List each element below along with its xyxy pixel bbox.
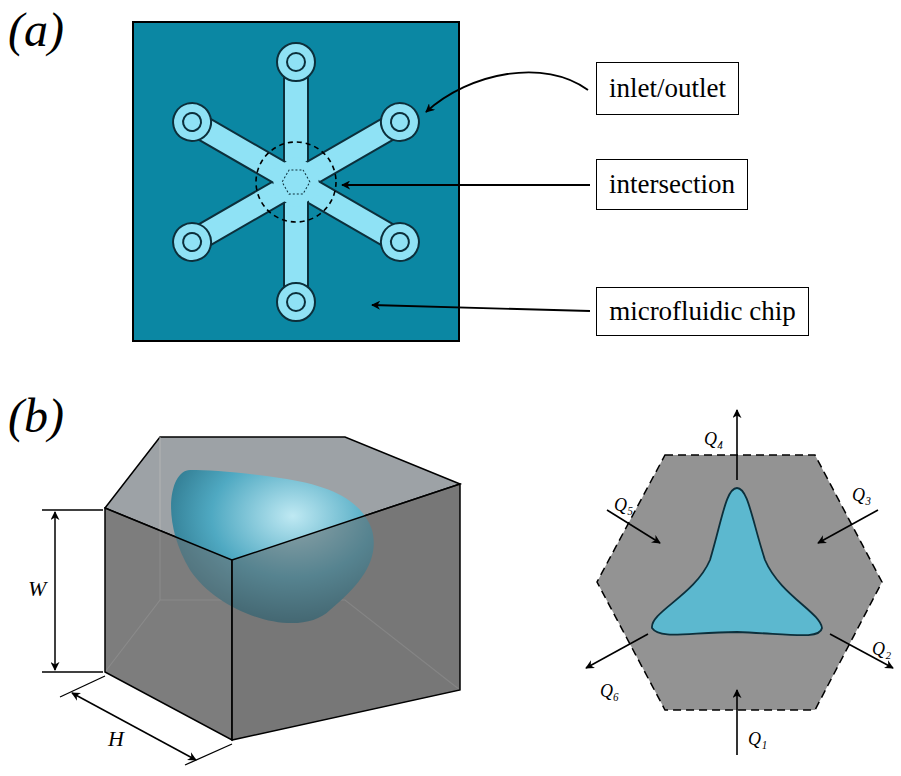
panel-label: (b) — [8, 392, 64, 440]
flow-label: Q₅ — [614, 496, 633, 514]
box-text: intersection — [609, 169, 735, 200]
flow-label: Q₂ — [872, 640, 891, 658]
hexagonal-prism — [105, 437, 460, 740]
flow-label: Q₆ — [600, 682, 619, 700]
dimension-line — [72, 693, 196, 760]
label-box: intersection — [596, 159, 748, 210]
droplet — [652, 488, 822, 635]
leader-arrow — [372, 305, 590, 311]
leader-arrow — [426, 72, 588, 112]
label-box: microfluidic chip — [596, 287, 809, 336]
dimension-label: H — [108, 728, 124, 750]
channels — [166, 43, 426, 321]
panel-label: (a) — [8, 6, 64, 54]
dimension-label: W — [28, 578, 46, 600]
microfluidic-chip — [133, 22, 459, 341]
label-box: inlet/outlet — [596, 62, 739, 115]
flow-label: Q₄ — [704, 430, 723, 448]
flow-arrows — [586, 410, 893, 755]
flow-label: Q₁ — [748, 730, 767, 748]
flow-label: Q₃ — [852, 486, 871, 504]
box-text: microfluidic chip — [609, 296, 796, 327]
dimension-line — [54, 512, 56, 670]
intersection-hexagon — [597, 455, 882, 710]
leader-arrow — [342, 184, 590, 186]
box-text: inlet/outlet — [609, 73, 726, 104]
